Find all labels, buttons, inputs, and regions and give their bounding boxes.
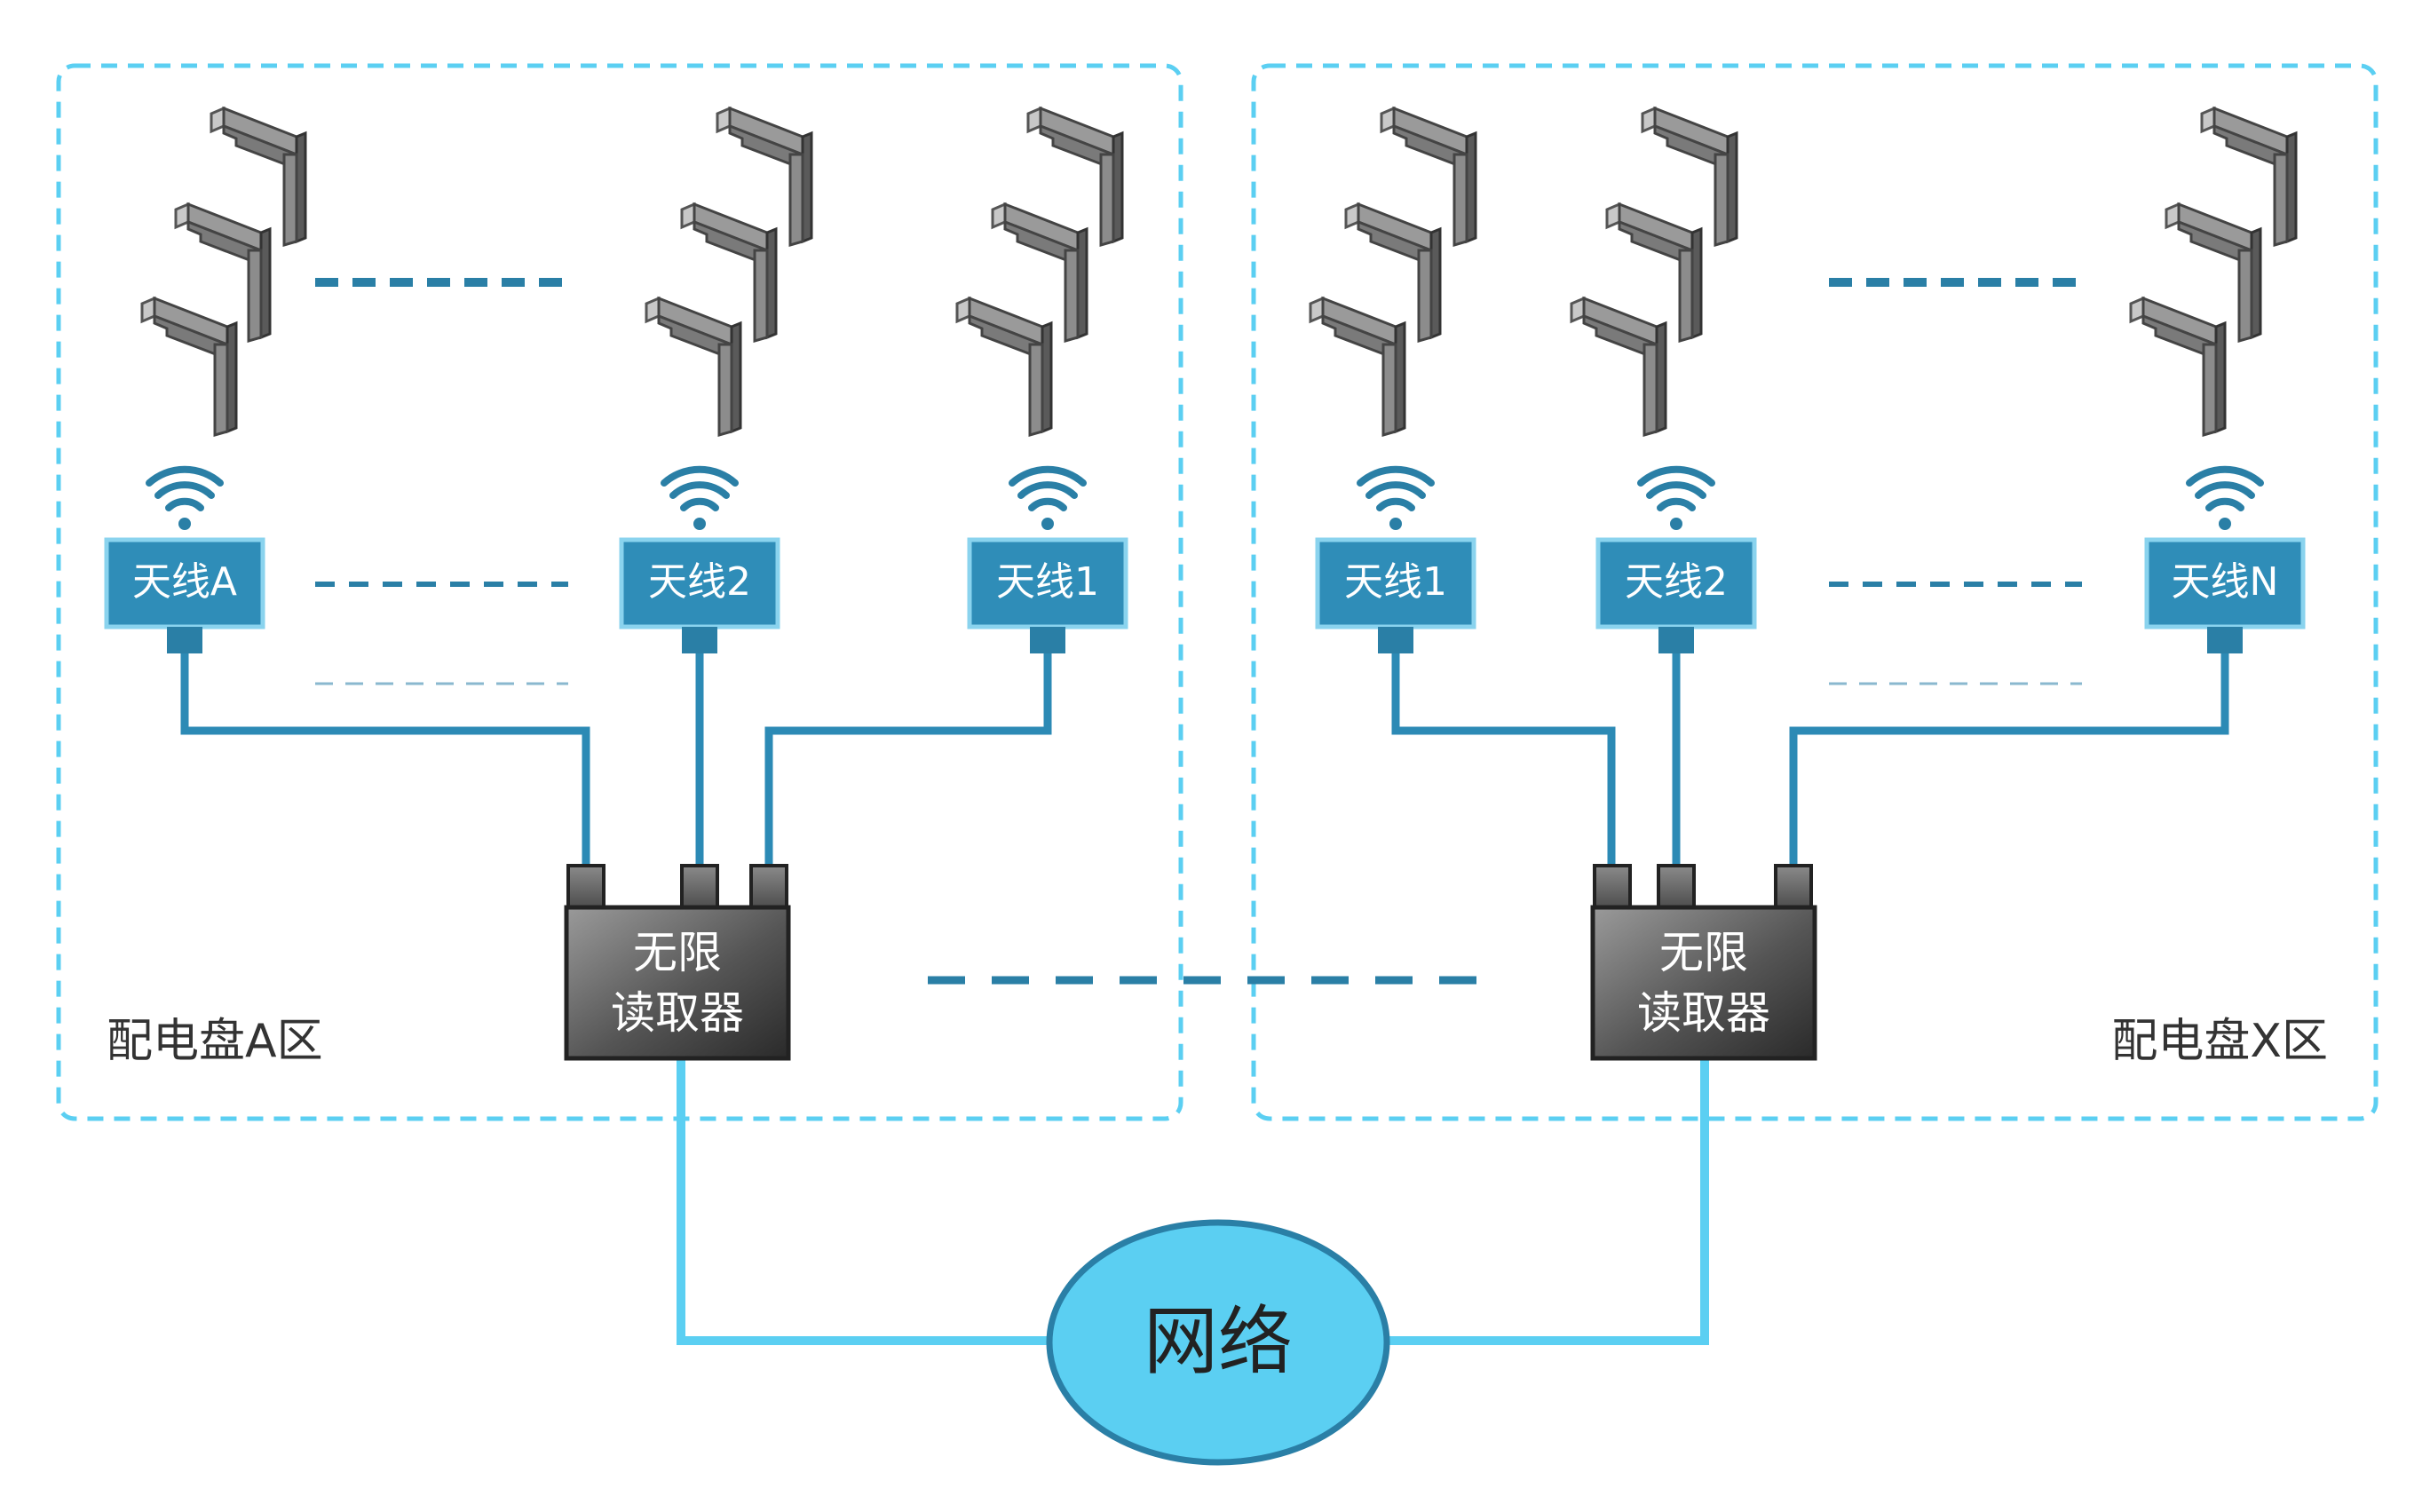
wifi-icon: [1637, 465, 1715, 530]
network-label: 网络: [1144, 1298, 1293, 1385]
antenna-label: 天线A: [132, 559, 237, 605]
reader-x: 无限 读取器: [1590, 864, 1817, 1061]
antenna-box-a1: 天线A: [104, 537, 265, 653]
antenna-label: 天线1: [996, 559, 1099, 605]
wifi-icon: [146, 465, 224, 530]
reader-label-line1: 无限: [633, 927, 722, 978]
tag-stack-a2: [645, 107, 813, 437]
wire-x3: [1789, 653, 2229, 868]
tag-icon: [645, 297, 742, 437]
wifi-icon: [2186, 465, 2264, 530]
antenna-box-x1: 天线1: [1315, 537, 1476, 653]
wifi-icon: [661, 465, 739, 530]
network-link-a: [677, 1060, 1057, 1345]
antenna-box-x2: 天线2: [1595, 537, 1757, 653]
antenna-label: 天线N: [2172, 559, 2279, 605]
antenna-box-a3: 天线1: [967, 537, 1128, 653]
tag-stack-a1: [140, 107, 307, 437]
tag-icon: [1309, 297, 1406, 437]
network-link-x: [1387, 1060, 1709, 1345]
antenna-label: 天线1: [1344, 559, 1447, 605]
tag-icon: [2129, 297, 2227, 437]
wifi-icon: [1357, 465, 1435, 530]
reader-label-line2: 读取器: [611, 987, 744, 1039]
reader-label-line2: 读取器: [1637, 987, 1770, 1039]
tag-icon: [955, 297, 1053, 437]
network-node: 网络: [1046, 1219, 1390, 1466]
tag-stack-x1: [1309, 107, 1477, 437]
zone-a-label: 配电盘A区: [107, 1015, 323, 1068]
tag-icon: [1570, 297, 1667, 437]
zone-a-frame: [56, 63, 1183, 1121]
wire-a3: [764, 653, 1052, 868]
tag-stack-x2: [1570, 107, 1738, 437]
zone-x-label: 配电盘X区: [2111, 1015, 2328, 1068]
tag-icon: [140, 297, 238, 437]
antenna-label: 天线2: [1625, 559, 1728, 605]
tag-stack-a3: [955, 107, 1124, 437]
antenna-box-x3: 天线N: [2144, 537, 2306, 653]
wire-x1: [1391, 653, 1616, 868]
zone-x-frame: [1251, 63, 2379, 1121]
antenna-label: 天线2: [648, 559, 751, 605]
reader-a: 无限 读取器: [564, 864, 791, 1061]
tag-stack-x3: [2129, 107, 2298, 437]
reader-label-line1: 无限: [1659, 927, 1748, 978]
wire-a1: [180, 653, 590, 868]
wifi-icon: [1009, 465, 1087, 530]
antenna-box-a2: 天线2: [619, 537, 780, 653]
